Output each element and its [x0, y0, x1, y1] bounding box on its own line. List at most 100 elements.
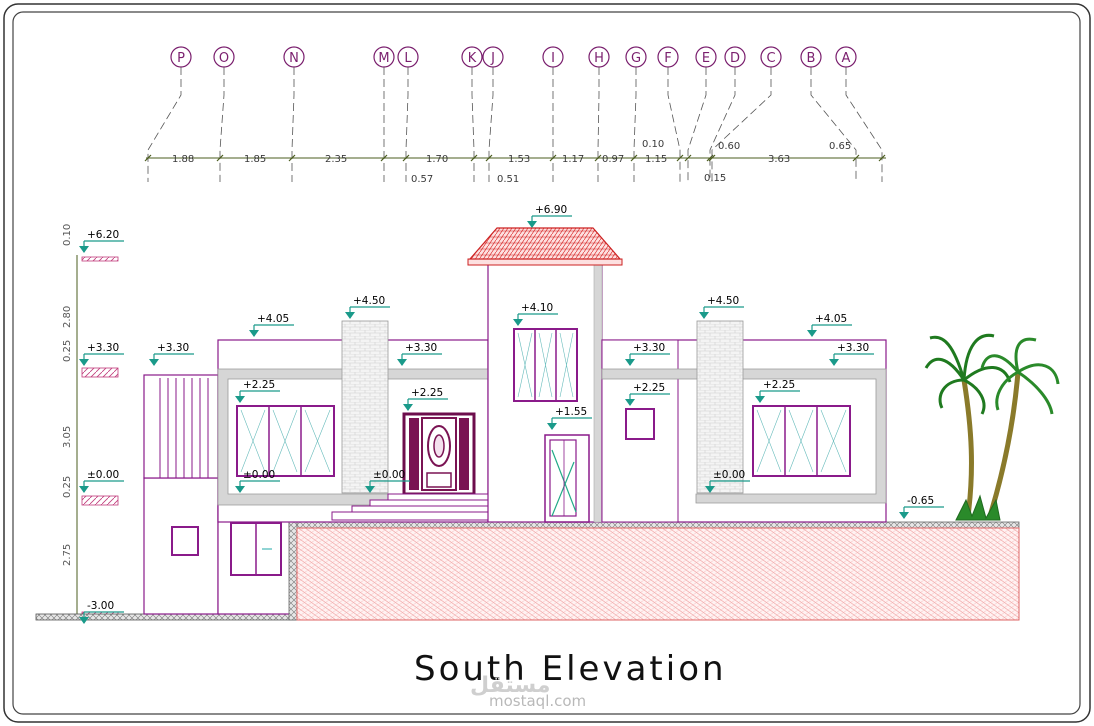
- grid-axis-a: A: [835, 46, 886, 182]
- slab-marker-first: [81, 367, 119, 378]
- ground-line: [35, 613, 297, 621]
- grid-axis-j: J: [482, 46, 504, 182]
- vdim-3-05: 3.05: [62, 426, 73, 448]
- palm-trunk-right: [987, 371, 1021, 517]
- level-marker: +3.30: [149, 342, 194, 366]
- spacing-p-o: 1.88: [172, 154, 194, 165]
- level-value: +1.55: [555, 406, 587, 418]
- drawing-title: South Elevation: [414, 649, 727, 689]
- garden-plinth-left-edge: [288, 521, 298, 621]
- grid-axis-o: O: [213, 46, 235, 182]
- grid-axis-b: B: [800, 46, 860, 182]
- grid-axis-label: B: [807, 51, 816, 66]
- vdim-2-80: 2.80: [62, 306, 73, 328]
- level-marker: +6.20: [79, 229, 124, 253]
- tower-pilaster: [593, 263, 603, 523]
- level-value: +4.10: [521, 302, 553, 314]
- level-value: +4.50: [707, 295, 739, 307]
- railing: [159, 378, 209, 478]
- dim-0-57: 0.57: [411, 174, 433, 185]
- level-marker: +3.30: [397, 342, 442, 366]
- spacing-o-n: 1.85: [244, 154, 266, 165]
- right-chimney: [696, 320, 744, 494]
- tower-roof: [467, 227, 623, 266]
- level-marker: -0.65: [899, 495, 944, 519]
- small-window: [171, 526, 199, 556]
- dim-0-15: 0.15: [704, 173, 726, 184]
- grid-axis-f: F: [657, 46, 684, 182]
- vertical-dimension-chain: 0.10 2.80 0.25 3.05 0.25 2.75: [62, 224, 119, 620]
- spacing-i-h: 1.17: [562, 154, 584, 165]
- level-value: +4.05: [815, 313, 847, 325]
- level-value: +3.30: [87, 342, 119, 354]
- level-marker: +2.25: [235, 379, 280, 403]
- basement-window: [230, 522, 282, 576]
- grid-axis-i: I: [542, 46, 564, 182]
- palm-fronds-right: [980, 337, 1060, 415]
- dimension-texts: 1.88 1.85 2.35 1.70 1.53 1.17 0.97 1.15 …: [172, 139, 851, 185]
- grid-axis-g: G: [625, 46, 647, 182]
- level-marker: +6.90: [527, 204, 572, 228]
- level-marker: +2.25: [755, 379, 800, 403]
- sheet-inner-frame: [12, 11, 1081, 715]
- right-window: [752, 405, 851, 477]
- entrance-door: [402, 412, 476, 496]
- dim-0-65: 0.65: [829, 141, 851, 152]
- grid-axis-label: F: [664, 51, 671, 66]
- grid-axis-label: N: [289, 51, 299, 66]
- grid-axis-label: G: [631, 51, 641, 66]
- level-marker: +4.50: [345, 295, 390, 319]
- level-markers: +6.90 +6.20 +3.30 ±0.00 -3.00 +3.30 +4.05 +4.50…: [79, 204, 944, 624]
- level-marker: +4.05: [249, 313, 294, 337]
- level-marker: ±0.00: [235, 469, 280, 493]
- level-marker: -3.00: [79, 600, 124, 624]
- level-value: +2.25: [763, 379, 795, 391]
- level-value: +2.25: [243, 379, 275, 391]
- grid-axis-e: E: [684, 46, 717, 182]
- grid-axis-l: L: [397, 46, 419, 182]
- level-marker: ±0.00: [79, 469, 124, 493]
- level-value: +3.30: [837, 342, 869, 354]
- level-value: -0.65: [907, 495, 934, 507]
- vdim-0-10: 0.10: [62, 224, 73, 246]
- level-value: +4.05: [257, 313, 289, 325]
- palm-trunk-left: [961, 379, 974, 517]
- grid-axis-label: H: [594, 51, 604, 66]
- watermark-logo: مستقل: [470, 673, 550, 698]
- spacing-g-f: 1.15: [645, 154, 667, 165]
- dim-0-10: 0.10: [642, 139, 664, 150]
- spacing-j-i: 1.53: [508, 154, 530, 165]
- tower-side-door: [544, 434, 590, 523]
- right-small-window: [625, 408, 655, 440]
- level-marker: +4.50: [699, 295, 744, 319]
- garden-plinth-edge: [288, 521, 1020, 529]
- level-value: +6.90: [535, 204, 567, 216]
- grid-axis-label: I: [551, 51, 555, 66]
- level-marker: ±0.00: [705, 469, 750, 493]
- level-marker: +4.10: [513, 302, 558, 326]
- watermark-site: mostaql.com: [489, 692, 586, 710]
- level-value: ±0.00: [373, 469, 405, 481]
- level-marker: ±0.00: [365, 469, 410, 493]
- level-value: ±0.00: [87, 469, 119, 481]
- grid-axis-label: E: [702, 51, 710, 66]
- grid-axis-label: J: [490, 51, 495, 66]
- right-wing-frame-band: [601, 368, 887, 504]
- grid-axis-label: O: [219, 51, 229, 66]
- level-marker: +2.25: [403, 387, 448, 411]
- grid-axis-c: C: [708, 46, 782, 182]
- level-value: +4.50: [353, 295, 385, 307]
- level-value: +2.25: [411, 387, 443, 399]
- grid-axis-m: M: [373, 46, 395, 182]
- left-window: [236, 405, 335, 477]
- grid-axis-n: N: [283, 46, 305, 182]
- grid-axis-label: C: [766, 51, 775, 66]
- grid-axis-label: P: [177, 51, 185, 66]
- grid-axis-label: M: [378, 51, 389, 66]
- grid-axis-p: P: [144, 46, 192, 182]
- level-value: +3.30: [405, 342, 437, 354]
- level-value: ±0.00: [713, 469, 745, 481]
- grid-axis-label: A: [842, 51, 851, 66]
- level-marker: +2.25: [625, 382, 670, 406]
